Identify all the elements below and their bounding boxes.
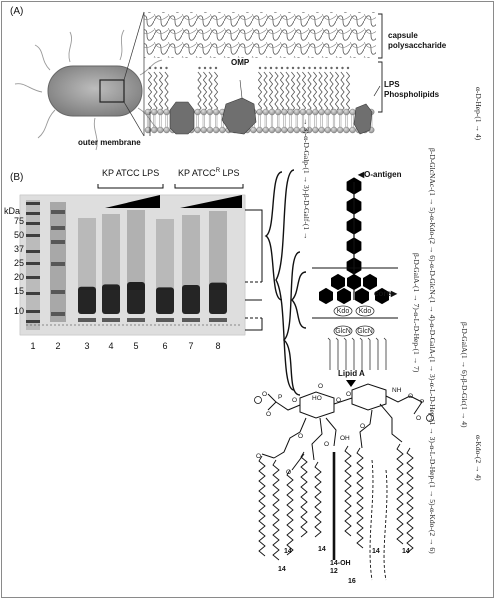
membrane-illustration — [143, 12, 383, 136]
lane-number: 7 — [188, 341, 194, 351]
lane-number: 8 — [215, 341, 221, 351]
lane-number: 4 — [108, 341, 114, 351]
lane-group-brackets — [97, 184, 244, 189]
svg-text:O: O — [286, 469, 291, 476]
glcn-label-1: GlcN — [335, 328, 351, 335]
svg-text:OH: OH — [340, 435, 350, 442]
wedge-atccr — [180, 195, 242, 208]
lane-number: 1 — [30, 341, 36, 351]
chain-length-label: 14-OH — [330, 560, 351, 567]
svg-text:O: O — [262, 391, 267, 398]
group1-label: KP ATCC LPS — [102, 168, 160, 178]
lane-number: 2 — [55, 341, 61, 351]
kdo-glcn-ovals — [333, 305, 375, 337]
marker-label: 75 — [13, 216, 24, 226]
gel — [19, 194, 246, 336]
o-antigen-label: ◀O-antigen — [358, 170, 402, 179]
svg-text:P: P — [420, 399, 424, 406]
svg-text:O: O — [360, 423, 365, 430]
marker-label: 37 — [13, 244, 24, 254]
bacterium-illustration — [14, 11, 163, 151]
chain-length-label: 12 — [330, 568, 338, 575]
group2-superscript: R — [215, 168, 221, 174]
lipid-a-chemical-structure — [254, 383, 434, 471]
chain-length-label: 14 — [402, 548, 410, 555]
o-antigen-formula: → 3)-α-D-Galp-(1 → 3)-β-D-Galf-(1 → — [302, 118, 311, 240]
outer-membrane-label: outer membrane — [78, 138, 141, 147]
lipid-a-arrow — [346, 380, 356, 387]
gel-to-structure-lines — [245, 209, 263, 331]
chain-length-label: 14 — [278, 566, 286, 573]
svg-text:P: P — [278, 394, 282, 401]
o-antigen-text: O-antigen — [364, 170, 402, 179]
marker-label: 25 — [13, 258, 24, 268]
lane-number: 3 — [84, 341, 90, 351]
omp-proteins — [169, 97, 373, 135]
chain-length-label: 14 — [318, 546, 326, 553]
chain-length-label: 16 — [348, 578, 356, 585]
group2-label: KP ATCCR LPS — [178, 168, 240, 178]
lps-label: LPS — [384, 80, 400, 89]
kdo-label-2: Kdo — [359, 308, 372, 315]
marker-label: 10 — [13, 306, 24, 316]
panel-a-letter: (A) — [10, 6, 24, 17]
capsule-label-text: capsule polysaccharide — [388, 31, 447, 50]
svg-text:O: O — [336, 397, 341, 404]
marker-label: 20 — [13, 272, 24, 282]
marker-label: 15 — [13, 286, 24, 296]
lane-number: 6 — [162, 341, 168, 351]
wedge-atcc — [105, 195, 160, 208]
svg-text:O: O — [292, 397, 297, 404]
svg-text:O: O — [298, 433, 303, 440]
capsule-polysaccharide-label: capsule polysaccharide — [388, 31, 468, 51]
fatty-acid-chains — [258, 443, 414, 561]
svg-text:O: O — [408, 393, 413, 400]
atom-labels: O P O O O HO O O NH O P O O O O O O OH — [256, 383, 424, 476]
lipid-a-label: Lipid A — [338, 369, 365, 378]
group2-label-main: KP ATCC — [178, 168, 216, 178]
core-formula-hep: α-D-Hep-(1 → 4) — [474, 87, 483, 141]
svg-text:O: O — [256, 453, 261, 460]
chain-length-label: 14 — [372, 548, 380, 555]
core-hexagons — [319, 273, 389, 305]
core-formula-kdo: α-Kdo-(2 → 4) — [474, 435, 483, 481]
core-formula-main: β-D-GlcNAc-(1 → 5)-α-Kdo-(2 → 6)-α-D-Glc… — [428, 148, 437, 554]
svg-text:O: O — [324, 441, 329, 448]
core-formula-glc: β-D-GalA(1 → 6)-β-D-Glc(1 → 4) — [460, 322, 469, 428]
kda-label: kDa — [4, 206, 21, 216]
marker-label: 50 — [13, 230, 24, 240]
panel-b-letter: (B) — [10, 172, 24, 183]
core-formula-gala: β-D-GalA-(1 → 7)-α-L-D-Hep-(1 → 7) — [412, 253, 421, 373]
chain-length-label: 14 — [284, 548, 292, 555]
zoom-box — [99, 79, 125, 103]
svg-text:O: O — [346, 391, 351, 398]
kdo-label-1: Kdo — [337, 308, 350, 315]
svg-text:O: O — [318, 383, 323, 390]
svg-text:O: O — [266, 411, 271, 418]
svg-text:HO: HO — [312, 395, 322, 402]
lane-number: 5 — [133, 341, 139, 351]
capsule-bracket — [378, 13, 383, 59]
core-text: core — [374, 289, 391, 298]
omp-label: OMP — [231, 58, 250, 67]
glcn-label-2: GlcN — [357, 328, 373, 335]
group2-suffix: LPS — [220, 168, 240, 178]
lipid-a-tails — [327, 337, 387, 370]
svg-text:O: O — [416, 415, 421, 422]
core-label: core▶ — [374, 289, 398, 298]
structure-braces — [264, 169, 307, 396]
phospholipids-label: Phospholipids — [384, 90, 440, 99]
svg-text:NH: NH — [392, 387, 402, 394]
